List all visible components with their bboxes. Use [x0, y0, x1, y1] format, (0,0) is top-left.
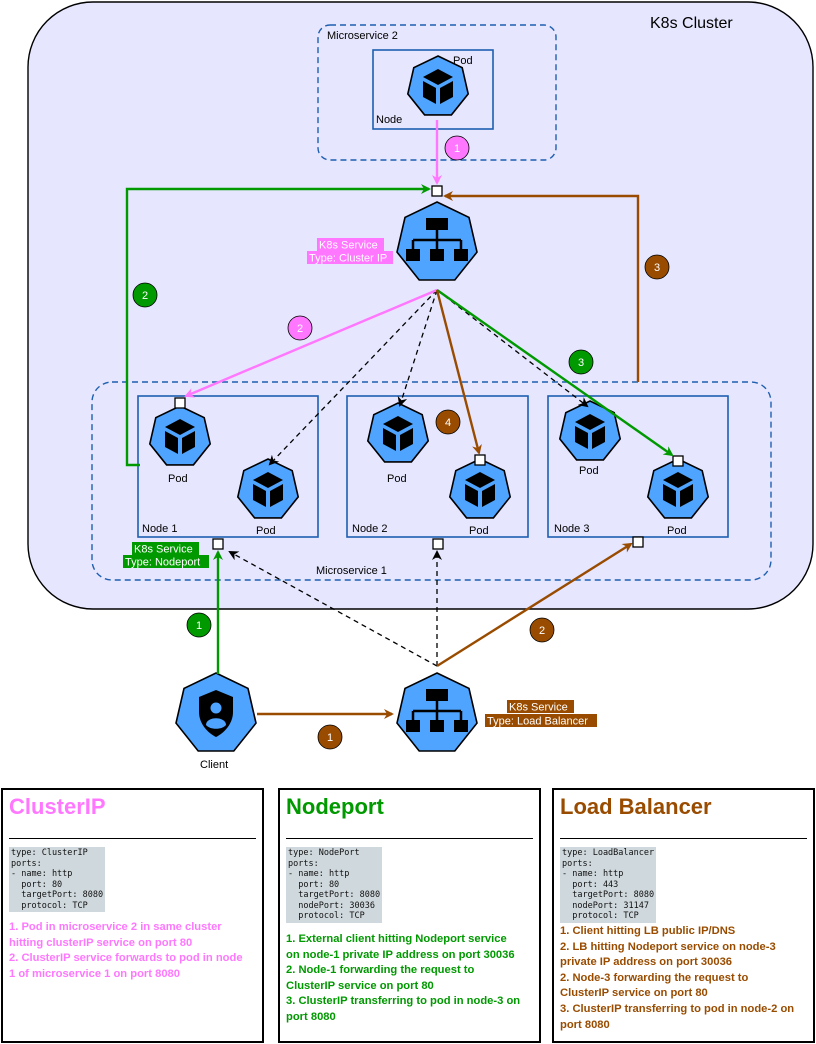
nodeport-step-badge: 1 [186, 612, 212, 638]
pod-port [174, 397, 186, 409]
clusterip-step-badge: 1 [444, 135, 470, 161]
microservice-2-title: Microservice 2 [327, 30, 398, 42]
microservice-1-title: Microservice 1 [316, 565, 387, 577]
cluster-ip-port [431, 185, 443, 197]
pod-label: Pod [579, 465, 599, 477]
clusterip-step-badge: 2 [287, 315, 313, 341]
nodeport-card-title: Nodeport [286, 794, 384, 819]
nodeport-notes: 1. External client hitting Nodeport serv… [286, 933, 521, 1023]
load-balancer-service-icon [395, 671, 479, 753]
node-1-nodeport [212, 538, 224, 550]
nodeport-service-label: K8s Service Type: Nodeport [123, 542, 209, 569]
cluster-ip-service-label: K8s Service Type: Cluster IP [307, 238, 393, 265]
svg-text:1: 1 [196, 620, 202, 632]
svg-text:1: 1 [327, 732, 333, 744]
divider [286, 838, 533, 839]
nodeport-step-badge: 2 [132, 282, 158, 308]
loadbalancer-step-badge: 4 [435, 409, 461, 435]
loadbalancer-notes: 1. Client hitting LB public IP/DNS 2. LB… [560, 925, 795, 1031]
cluster-ip-service-line1: K8s Service [319, 240, 378, 252]
pod-port [672, 455, 684, 467]
loadbalancer-step-badge: 2 [529, 617, 555, 643]
node-1-label: Node 1 [142, 523, 177, 535]
loadbalancer-card-title: Load Balancer [560, 794, 712, 819]
node-3-nodeport [632, 536, 644, 548]
node-2-label: Node 2 [352, 523, 387, 535]
svg-text:1: 1 [454, 143, 460, 155]
loadbalancer-step-badge: 1 [317, 724, 343, 750]
pod-label: Pod [387, 473, 407, 485]
nodeport-flow [125, 184, 674, 674]
pod-label: Pod [256, 525, 276, 537]
nodeport-step-badge: 3 [568, 349, 594, 375]
microservice-2-group [317, 24, 557, 161]
svg-text:2: 2 [297, 323, 303, 335]
k8s-cluster [27, 1, 814, 610]
svg-text:4: 4 [445, 417, 451, 429]
node-2-nodeport [432, 538, 444, 550]
load-balancer-service-line1: K8s Service [509, 702, 568, 714]
clusterip-card-title: ClusterIP [9, 794, 106, 819]
load-balancer-service-label: K8s Service Type: Load Balancer [485, 700, 597, 728]
svg-text:3: 3 [578, 357, 584, 369]
node-3-label: Node 3 [554, 523, 589, 535]
load-balancer-service-line2: Type: Load Balancer [487, 716, 588, 728]
nodeport-service-line1: K8s Service [134, 544, 193, 556]
client-icon [175, 672, 257, 752]
svg-text:2: 2 [142, 290, 148, 302]
pod-port [474, 454, 486, 466]
pod-label: Pod [667, 525, 687, 537]
nodeport-service-line2: Type: Nodeport [125, 557, 200, 569]
pod-label: Pod [469, 525, 489, 537]
divider [9, 838, 256, 839]
microservice-2-node [372, 49, 494, 130]
loadbalancer-step-badge: 3 [644, 254, 670, 280]
cluster-ip-service-line2: Type: Cluster IP [309, 253, 387, 265]
divider [560, 838, 807, 839]
node-2 [346, 395, 529, 538]
pod-label: Pod [168, 473, 188, 485]
svg-text:2: 2 [539, 625, 545, 637]
cluster-title: K8s Cluster [650, 15, 733, 32]
loadbalancer-flow [257, 191, 640, 719]
microservice-2-node-label: Node [376, 114, 402, 126]
svg-text:3: 3 [654, 262, 660, 274]
microservice-2-pod-label: Pod [453, 55, 473, 67]
service-endpoint-links [228, 289, 589, 667]
client-label: Client [200, 759, 228, 771]
clusterip-notes: 1. Pod in microservice 2 in same cluster… [9, 921, 243, 980]
node-1 [137, 395, 319, 538]
clusterip-flow [184, 120, 442, 398]
